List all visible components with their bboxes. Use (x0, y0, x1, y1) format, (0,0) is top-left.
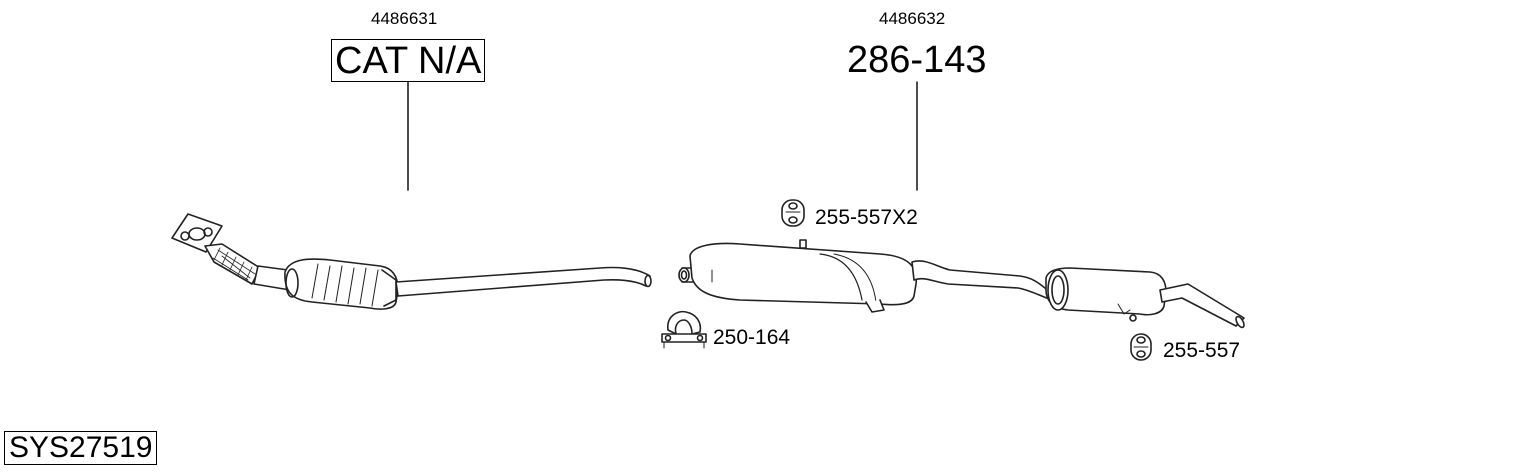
front-flex-pipe (204, 243, 261, 285)
clamp-part-number[interactable]: 250-164 (713, 326, 791, 349)
rear-part-number[interactable]: 286-143 (847, 39, 987, 81)
rear-mid-pipe (911, 260, 1053, 301)
front-tail-pipe (395, 266, 651, 297)
rear-tail-pipe (1159, 283, 1245, 327)
hanger-single-part-number[interactable]: 255-557 (1163, 339, 1241, 362)
hanger-pair-part-number[interactable]: 255-557X2 (815, 206, 918, 229)
rear-oe-number: 4486632 (879, 9, 946, 28)
front-oe-number: 4486631 (371, 9, 438, 28)
front-part-number[interactable]: CAT N/A (331, 39, 486, 82)
rubber-hanger-icon (781, 199, 805, 227)
rubber-hanger-single-icon (1130, 333, 1152, 361)
system-code: SYS27519 (4, 431, 158, 465)
front-flange (171, 213, 223, 253)
clamp-icon (661, 310, 707, 349)
centre-muffler (689, 239, 918, 313)
catalytic-converter (284, 258, 399, 310)
rear-muffler (1045, 267, 1167, 322)
